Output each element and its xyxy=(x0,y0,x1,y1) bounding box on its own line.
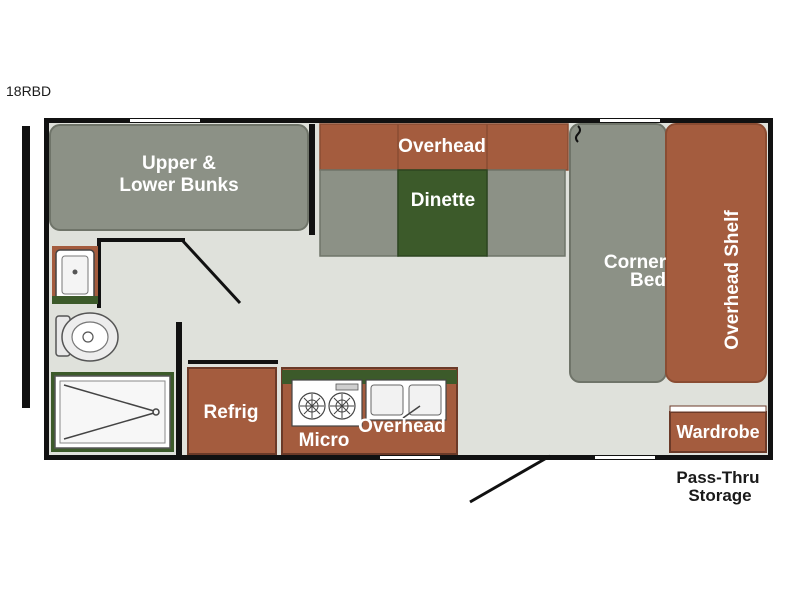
toilet-icon xyxy=(55,312,119,362)
refrig-label: Refrig xyxy=(204,402,259,423)
bath-partition xyxy=(97,238,185,457)
window-marks xyxy=(130,119,660,459)
wardrobe-label: Wardrobe xyxy=(676,422,759,442)
overhead-kitchen-label: Overhead xyxy=(358,416,446,437)
stove-icon xyxy=(291,379,363,427)
dinette-table xyxy=(397,169,488,257)
bath-door xyxy=(180,238,242,305)
wardrobe xyxy=(669,411,767,453)
dinette-seat-right xyxy=(486,169,566,257)
overhead-cabinet-top xyxy=(319,123,569,171)
overhead-top-label: Overhead xyxy=(398,136,486,157)
micro-label: Micro xyxy=(299,430,350,451)
dinette-seat-left xyxy=(319,169,399,257)
corner-bed-label-line1: Corner xyxy=(604,252,667,273)
s-hook-icon xyxy=(575,125,581,143)
kitchen-sink-icon xyxy=(365,379,447,421)
model-label: 18RBD xyxy=(6,83,52,99)
refrigerator xyxy=(187,367,277,455)
entry-door xyxy=(469,454,551,504)
pass-thru-label-line2: Storage xyxy=(688,486,751,505)
dinette-label: Dinette xyxy=(411,190,475,211)
bunks-label-line2: Lower Bunks xyxy=(119,175,238,196)
overhead-shelf-label: Overhead Shelf xyxy=(722,210,743,350)
bunks-label-line1: Upper & xyxy=(142,153,216,174)
overhead-shelf xyxy=(665,123,767,383)
shower-icon xyxy=(51,372,174,452)
corner-bed-label-line2: Bed xyxy=(630,270,666,291)
bunks-block xyxy=(49,124,309,231)
pass-thru-label-line1: Pass-Thru xyxy=(676,468,759,487)
